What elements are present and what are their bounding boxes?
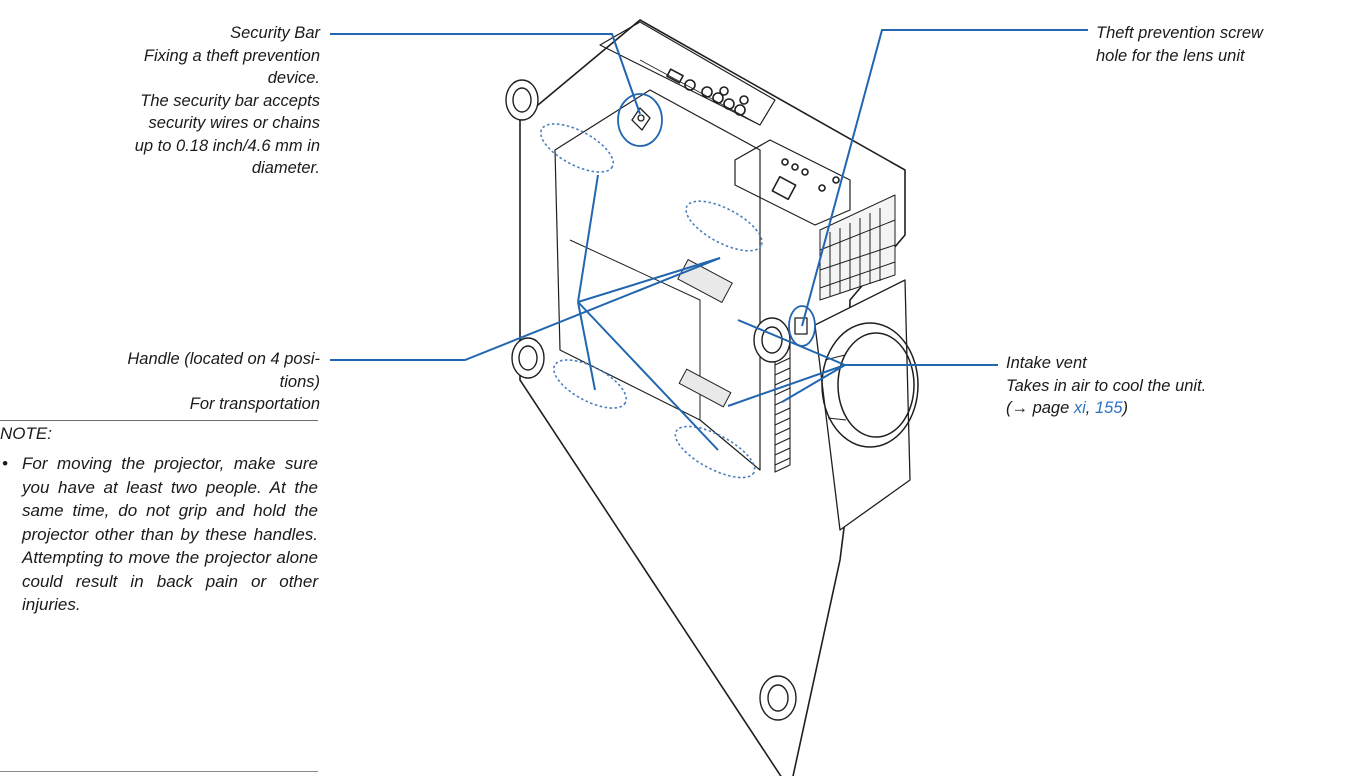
projector-illustration bbox=[505, 19, 919, 776]
leader-security-bar bbox=[330, 33, 641, 115]
intake-vent-label: Intake vent Takes in air to cool the uni… bbox=[1006, 352, 1206, 420]
security-bar-symbol bbox=[631, 107, 651, 131]
handle-highlight-1 bbox=[539, 123, 615, 173]
security-bar-line-2: device. bbox=[267, 69, 320, 87]
page-xi-link[interactable]: xi bbox=[1073, 399, 1086, 417]
security-bar-label: Security Bar Fixing a theft prevention d… bbox=[135, 22, 320, 180]
security-bar-line-1: Fixing a theft prevention bbox=[143, 46, 320, 65]
ref-suffix: ) bbox=[1122, 399, 1129, 417]
handle-highlight-2 bbox=[685, 200, 763, 252]
theft-screw-line-1: Theft prevention screw bbox=[1096, 24, 1263, 42]
control-panel bbox=[734, 139, 851, 226]
handle-label: Handle (located on 4 posi- tions) For tr… bbox=[127, 348, 320, 416]
ref-separator: , bbox=[1085, 399, 1095, 417]
note-bullet: • bbox=[2, 454, 8, 473]
intake-vent-desc: Takes in air to cool the unit. bbox=[1006, 376, 1207, 395]
security-bar-line-4: security wires or chains bbox=[148, 114, 320, 132]
leader-intake-vent bbox=[727, 319, 998, 407]
leader-handle bbox=[330, 257, 721, 361]
leader-lines bbox=[330, 29, 1088, 451]
note-title: NOTE: bbox=[0, 424, 52, 443]
handle-line-1: Handle (located on 4 posi- bbox=[127, 350, 320, 368]
security-bar-line-5: up to 0.18 inch/4.6 mm in bbox=[134, 136, 320, 155]
security-bar-line-3: The security bar accepts bbox=[140, 91, 320, 110]
security-bar-line-6: diameter. bbox=[251, 159, 320, 177]
page-155-link[interactable]: 155 bbox=[1094, 399, 1123, 417]
theft-screw-line-2: hole for the lens unit bbox=[1096, 46, 1245, 65]
leader-theft-screw bbox=[801, 29, 1088, 327]
handle-line-2: tions) bbox=[279, 372, 320, 391]
foot-front-left bbox=[511, 337, 545, 379]
ref-prefix: (→ page bbox=[1006, 399, 1074, 417]
theft-screw-label: Theft prevention screw hole for the lens… bbox=[1096, 22, 1263, 67]
security-bar-title: Security Bar bbox=[230, 24, 320, 42]
note-bottom-rule bbox=[0, 771, 318, 772]
note-body: • For moving the projector, make sure yo… bbox=[2, 452, 318, 617]
foot-bottom bbox=[759, 675, 797, 721]
security-bar-highlight bbox=[617, 93, 663, 147]
lens bbox=[821, 322, 919, 448]
foot-front-right bbox=[753, 317, 791, 363]
bottom-panel bbox=[554, 89, 761, 471]
intake-vent-title: Intake vent bbox=[1006, 354, 1087, 372]
foot-rear-left bbox=[505, 79, 539, 121]
note-text: For moving the projector, make sure you … bbox=[22, 454, 318, 614]
handle-highlight-4 bbox=[674, 425, 756, 479]
handle-highlights bbox=[539, 123, 763, 479]
note-top-rule bbox=[0, 420, 318, 421]
side-vent-grille bbox=[819, 194, 896, 301]
handle-highlight-3 bbox=[552, 359, 628, 409]
intake-vent-ref: (→ page xi, 155) bbox=[1006, 397, 1206, 420]
theft-screw-hole bbox=[794, 317, 808, 335]
lens-housing bbox=[814, 279, 911, 531]
rear-connector-panel bbox=[599, 21, 776, 126]
adjustable-feet bbox=[505, 79, 797, 721]
handle-line-3: For transportation bbox=[189, 395, 320, 413]
